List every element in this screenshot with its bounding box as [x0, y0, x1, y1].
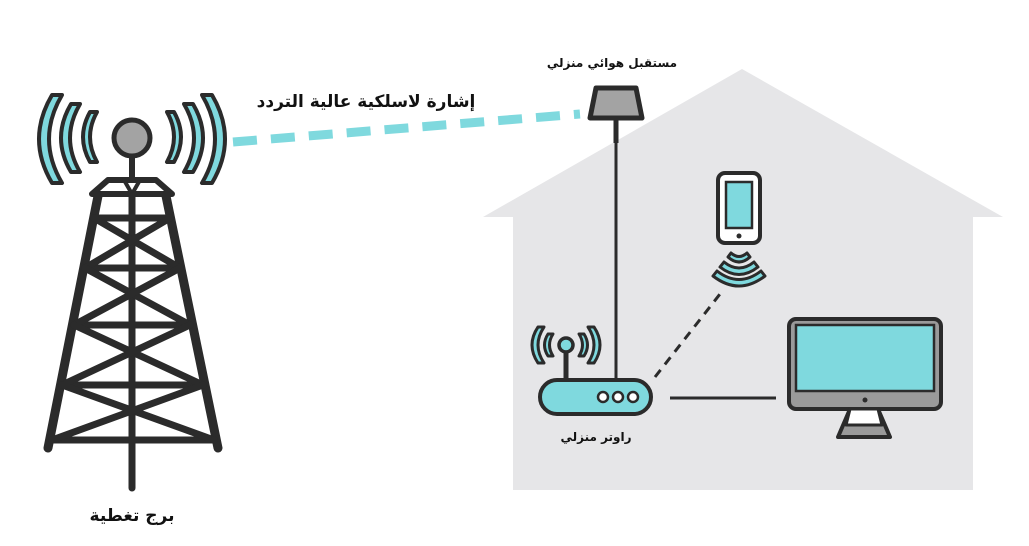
phone-icon	[716, 171, 762, 245]
tower-waves-left	[37, 93, 99, 185]
tower-label: برج تغطية	[89, 506, 175, 526]
receiver-label: مستقبل هوائي منزلي	[546, 56, 678, 70]
monitor-icon	[787, 317, 943, 439]
tower-waves-right	[165, 93, 227, 185]
tower-icon	[43, 152, 223, 492]
phone-link	[653, 293, 722, 378]
router-icon	[538, 336, 653, 416]
router-waves	[530, 325, 602, 365]
signal-beam	[232, 109, 581, 147]
antenna-receiver-icon	[587, 85, 645, 143]
signal-label: إشارة لاسلكية عالية التردد	[256, 92, 476, 112]
router-label: راوتر منزلي	[560, 430, 632, 444]
wifi-waves-icon	[711, 251, 767, 288]
tower-dish	[111, 117, 153, 159]
